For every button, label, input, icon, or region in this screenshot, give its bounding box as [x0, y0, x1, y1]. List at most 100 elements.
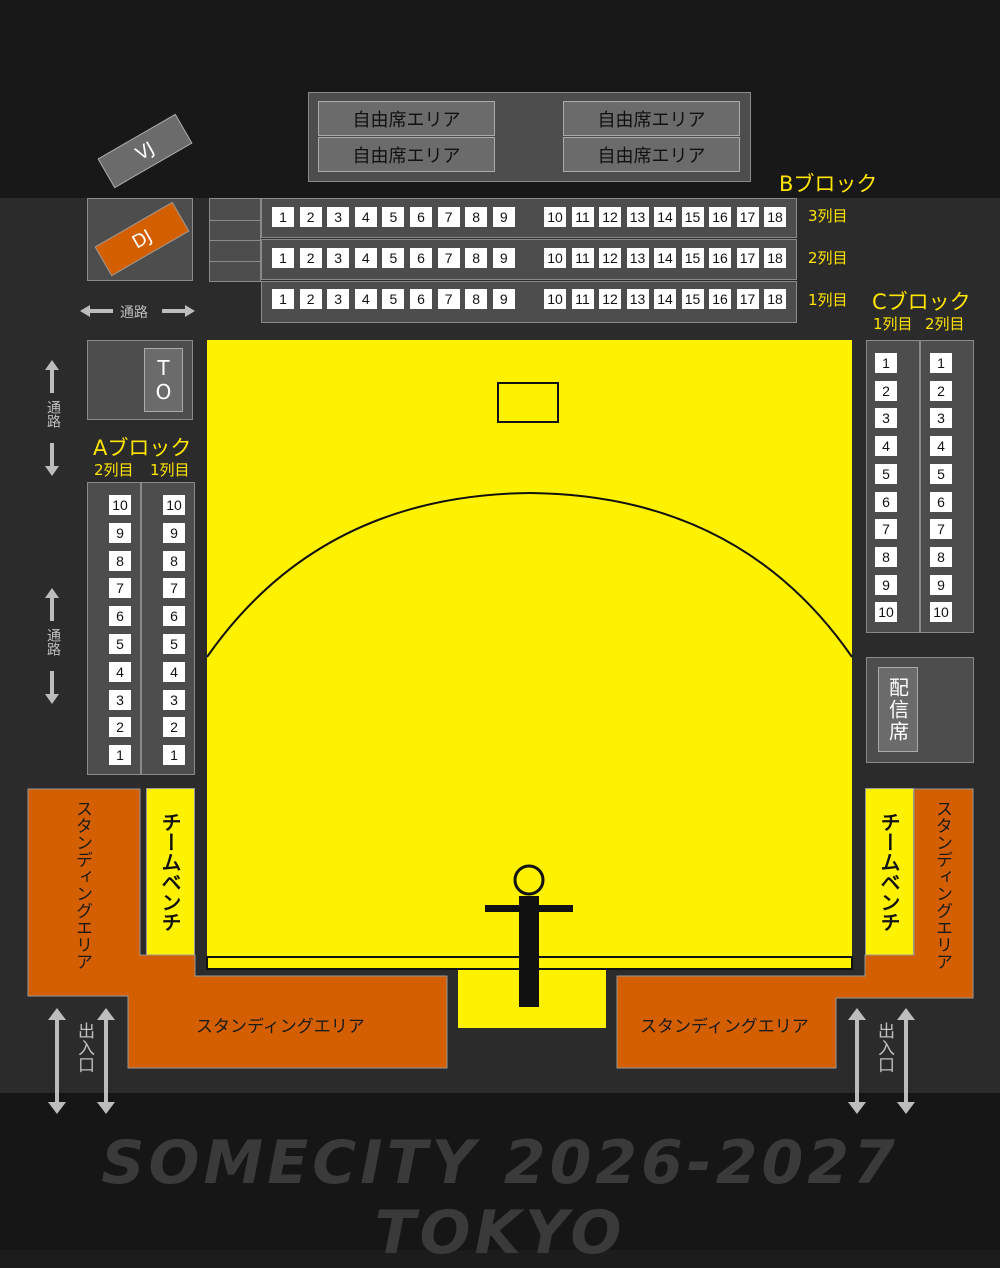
seat[interactable]: 17 — [736, 248, 759, 268]
seat[interactable]: 17 — [736, 207, 759, 227]
seat[interactable]: 7 — [930, 519, 952, 540]
seat[interactable]: 1 — [109, 745, 131, 766]
seat[interactable]: 12 — [599, 289, 621, 309]
seat[interactable]: 3 — [109, 689, 131, 710]
seat[interactable]: 14 — [654, 248, 676, 268]
seat[interactable]: 7 — [437, 207, 460, 227]
seat[interactable]: 8 — [109, 550, 131, 571]
seat[interactable]: 5 — [163, 634, 185, 654]
aisle-label: 通路 — [120, 305, 148, 321]
seat[interactable]: 8 — [875, 546, 897, 567]
seat[interactable]: 14 — [654, 207, 676, 227]
seat[interactable]: 3 — [327, 248, 350, 268]
seat[interactable]: 6 — [410, 248, 432, 268]
seat[interactable]: 10 — [875, 602, 897, 623]
seat[interactable]: 18 — [764, 289, 786, 309]
seat[interactable]: 9 — [492, 207, 515, 227]
seat[interactable]: 8 — [163, 550, 185, 571]
seat[interactable]: 4 — [875, 436, 897, 457]
seat[interactable]: 4 — [354, 207, 377, 227]
aisle-arrow-vertical: 通路 — [42, 360, 62, 476]
seat[interactable]: 9 — [875, 574, 897, 595]
seat[interactable]: 3 — [930, 408, 952, 429]
seat[interactable]: 9 — [163, 522, 185, 543]
seat[interactable]: 4 — [163, 661, 185, 682]
seat[interactable]: 6 — [930, 491, 952, 512]
seat[interactable]: 11 — [571, 248, 594, 268]
seat[interactable]: 6 — [410, 207, 432, 227]
seat[interactable]: 4 — [930, 436, 952, 457]
seat[interactable]: 15 — [681, 248, 704, 268]
seat[interactable]: 14 — [654, 289, 676, 309]
seat[interactable]: 4 — [354, 248, 377, 268]
seat[interactable]: 4 — [109, 661, 131, 682]
seat[interactable]: 3 — [327, 289, 350, 309]
seat[interactable]: 2 — [299, 207, 322, 227]
seat[interactable]: 2 — [299, 289, 322, 309]
seat[interactable]: 12 — [599, 248, 621, 268]
seat[interactable]: 2 — [163, 717, 185, 738]
seat[interactable]: 11 — [571, 289, 594, 309]
seat[interactable]: 1 — [272, 207, 294, 227]
seat[interactable]: 9 — [492, 289, 515, 309]
seat[interactable]: 13 — [626, 248, 649, 268]
seat[interactable]: 2 — [109, 717, 131, 738]
seat[interactable]: 8 — [465, 207, 488, 227]
seat[interactable]: 12 — [599, 207, 621, 227]
seat[interactable]: 15 — [681, 289, 704, 309]
seat[interactable]: 18 — [764, 207, 786, 227]
seat[interactable]: 10 — [544, 207, 566, 227]
seat[interactable]: 6 — [875, 491, 897, 512]
seat[interactable]: 2 — [875, 380, 897, 401]
seat[interactable]: 7 — [875, 519, 897, 540]
seat[interactable]: 10 — [109, 495, 131, 515]
seat[interactable]: 9 — [109, 522, 131, 543]
seat[interactable]: 16 — [709, 207, 731, 227]
c-row-1-label: 1列目 — [873, 315, 913, 333]
seat[interactable]: 9 — [492, 248, 515, 268]
seat[interactable]: 10 — [544, 248, 566, 268]
seat[interactable]: 8 — [465, 248, 488, 268]
seat[interactable]: 10 — [930, 602, 952, 623]
seat[interactable]: 1 — [272, 248, 294, 268]
entrance-label: 出入口 — [874, 1022, 894, 1073]
seat[interactable]: 5 — [875, 463, 897, 484]
seat[interactable]: 3 — [163, 689, 185, 710]
seat[interactable]: 6 — [109, 606, 131, 627]
seat[interactable]: 6 — [163, 606, 185, 627]
seat[interactable]: 1 — [272, 289, 294, 309]
seat[interactable]: 6 — [410, 289, 432, 309]
seat[interactable]: 17 — [736, 289, 759, 309]
b-block-row-3 — [261, 198, 797, 238]
seat[interactable]: 1 — [930, 353, 952, 373]
seat[interactable]: 1 — [163, 745, 185, 766]
seat[interactable]: 7 — [437, 289, 460, 309]
seat[interactable]: 5 — [109, 634, 131, 654]
seat[interactable]: 15 — [681, 207, 704, 227]
seat[interactable]: 5 — [382, 289, 405, 309]
aisle-arrow-vertical: 通路 — [42, 588, 62, 704]
seat[interactable]: 13 — [626, 207, 649, 227]
seat[interactable]: 7 — [437, 248, 460, 268]
seat[interactable]: 8 — [465, 289, 488, 309]
seat[interactable]: 2 — [930, 380, 952, 401]
seat[interactable]: 5 — [930, 463, 952, 484]
seat[interactable]: 2 — [299, 248, 322, 268]
seat[interactable]: 16 — [709, 289, 731, 309]
seat[interactable]: 18 — [764, 248, 786, 268]
seat[interactable]: 7 — [109, 578, 131, 599]
seat[interactable]: 3 — [327, 207, 350, 227]
seat[interactable]: 9 — [930, 574, 952, 595]
seat[interactable]: 5 — [382, 207, 405, 227]
seat[interactable]: 4 — [354, 289, 377, 309]
seat[interactable]: 10 — [163, 495, 185, 515]
seat[interactable]: 3 — [875, 408, 897, 429]
seat[interactable]: 7 — [163, 578, 185, 599]
seat[interactable]: 16 — [709, 248, 731, 268]
seat[interactable]: 13 — [626, 289, 649, 309]
seat[interactable]: 1 — [875, 353, 897, 373]
seat[interactable]: 5 — [382, 248, 405, 268]
seat[interactable]: 8 — [930, 546, 952, 567]
seat[interactable]: 10 — [544, 289, 566, 309]
seat[interactable]: 11 — [571, 207, 594, 227]
